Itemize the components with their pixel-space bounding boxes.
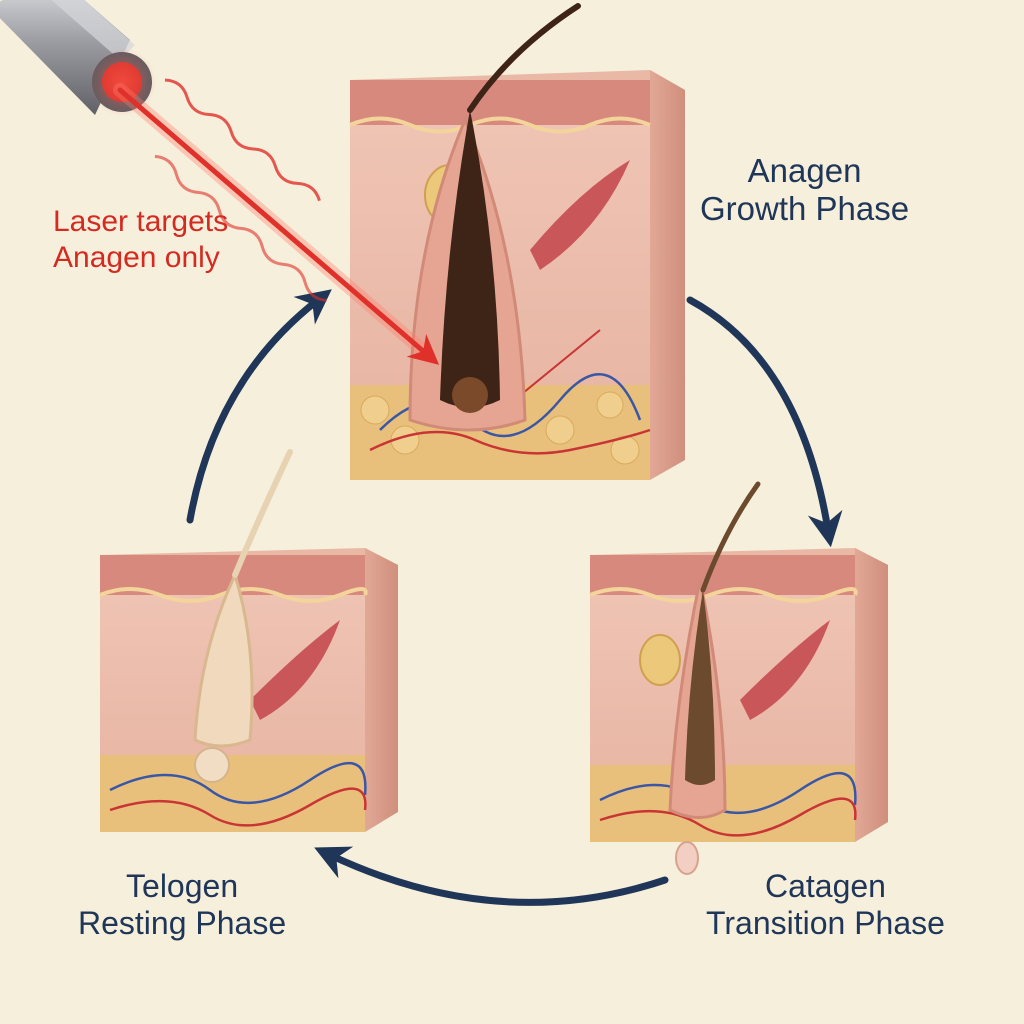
cycle-arrow-anagen-to-catagen — [686, 296, 843, 548]
anagen-title: Anagen — [747, 152, 862, 189]
telogen-subtitle: Resting Phase — [78, 904, 287, 941]
cycle-arrow-telogen-to-anagen — [186, 289, 332, 524]
telogen-skin-block — [99, 449, 398, 832]
laser-beam — [113, 78, 440, 365]
telogen-title: Telogen — [126, 868, 239, 904]
catagen-title: Catagen — [764, 868, 886, 904]
laser-callout-line1: Laser targets — [53, 205, 229, 238]
catagen-label: Catagen Transition Phase — [706, 868, 945, 942]
laser-device — [0, 0, 156, 116]
catagen-skin-block — [589, 481, 888, 875]
anagen-label: Anagen Growth Phase — [700, 152, 909, 228]
catagen-subtitle: Transition Phase — [706, 904, 945, 941]
laser-callout-line2: Anagen only — [53, 241, 220, 274]
anagen-skin-block — [349, 3, 685, 480]
laser-callout: Laser targets Anagen only — [53, 204, 228, 276]
cycle-arrow-catagen-to-telogen — [314, 846, 669, 906]
anagen-subtitle: Growth Phase — [700, 189, 910, 227]
telogen-label: Telogen Resting Phase — [78, 868, 286, 942]
